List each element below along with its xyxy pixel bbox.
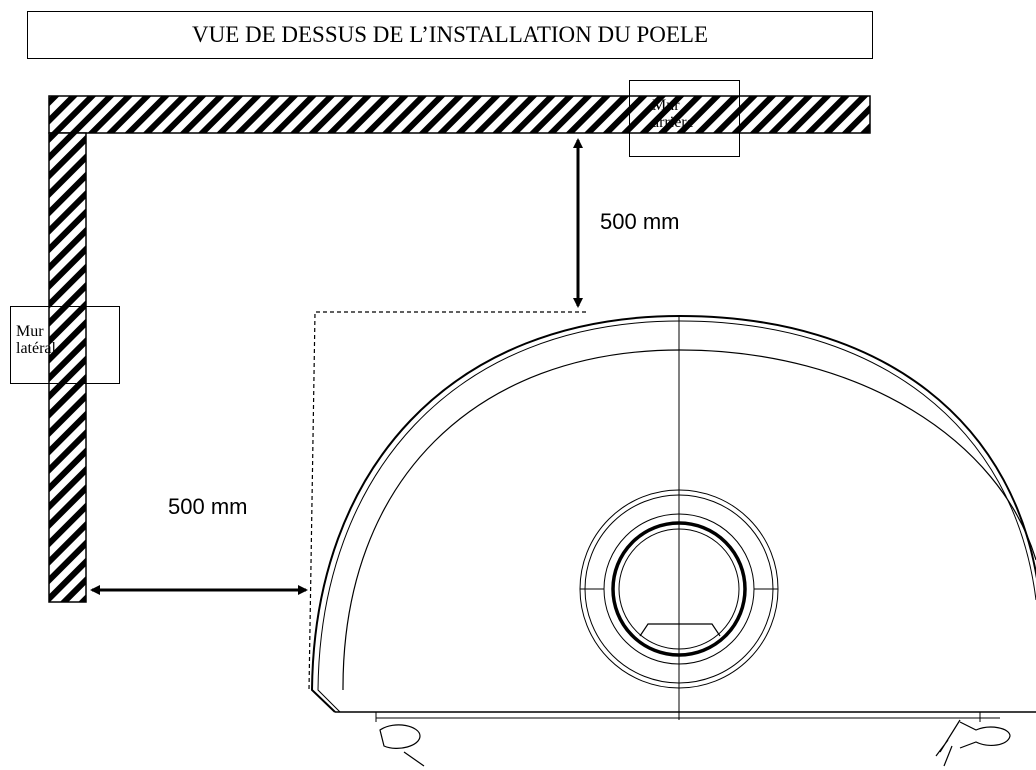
stove-left-foot xyxy=(379,724,425,767)
side-wall-label-line1: Mur xyxy=(16,323,44,340)
back-wall-label-line1: Mur xyxy=(652,97,680,114)
clearance-guide-dashed xyxy=(308,311,586,691)
flue-outlet-icon xyxy=(579,489,779,689)
flue-damper xyxy=(639,623,721,637)
stove-right-handle xyxy=(935,719,1011,767)
back-wall-label-line2: arrière xyxy=(652,114,694,131)
stove-top-view-icon xyxy=(310,314,1036,767)
back-wall xyxy=(48,95,871,134)
side-wall xyxy=(48,132,87,603)
stove-outer-outline-inner xyxy=(317,320,1036,713)
back-clearance-label: 500 mm xyxy=(600,209,680,234)
stove-top-plate xyxy=(342,349,1036,691)
back-wall-label: Mur arrière xyxy=(629,80,740,157)
stove-outer-outline xyxy=(310,314,1036,713)
walls xyxy=(48,95,871,603)
diagram-title: VUE DE DESSUS DE L’INSTALLATION DU POELE xyxy=(27,11,873,59)
side-wall-label-line2: latéral xyxy=(16,340,56,357)
side-wall-label: Mur latéral xyxy=(10,306,120,384)
side-clearance-label: 500 mm xyxy=(168,494,248,519)
